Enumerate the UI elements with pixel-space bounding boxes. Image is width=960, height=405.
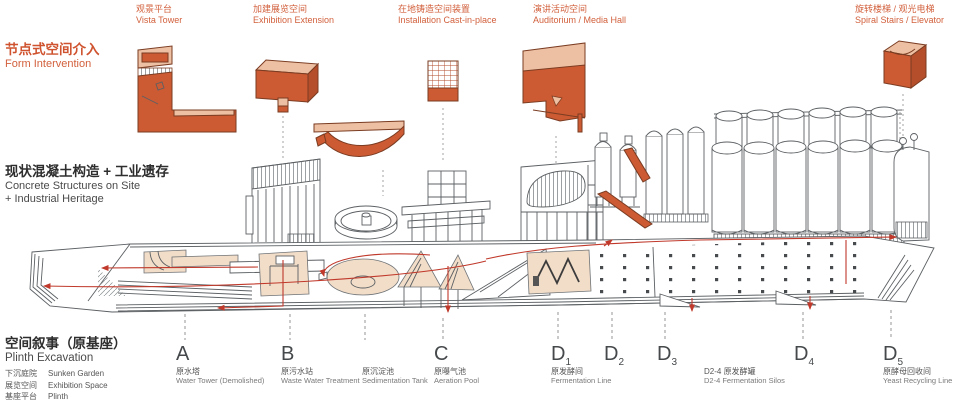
cast-in-place-form [427,60,459,160]
plinth-label-d1: D1 原发酵间 Fermentation Line [551,343,612,385]
label-en: Exhibition Extension [253,15,335,25]
aeration-structure [401,170,491,248]
plinth-label-a: A 原水塔 Water Tower (Demolished) [176,343,265,385]
flow-arrows [43,234,897,313]
label-zh: 旋转楼梯 / 观光电梯 [855,4,935,14]
spiral-stairs-form [882,40,928,140]
waste-water-building [245,158,384,246]
plinth-label-d4: D4 [794,343,815,368]
section-title-zh: 节点式空间介入 [5,42,100,57]
legend-row: 基座平台 Plinth [5,392,69,401]
small-silos [590,126,709,223]
plinth-label-d24: D2-4 原发酵罐 D2-4 Fermentation Silos [704,367,785,385]
section-plinth-excavation: 空间叙事（原基座） Plinth Excavation 下沉庭院 Sunken … [5,336,127,403]
label-en: Spiral Stairs / Elevator [855,15,945,25]
section-title-zh: 现状混凝土构造 + 工业遗存 [5,164,169,179]
fermentation-building [520,159,604,247]
section-title-en: Form Intervention [5,58,92,70]
plinth-label-d3: D3 [657,343,678,368]
label-zh: 在地铸造空间装置 [398,4,471,14]
label-en: Vista Tower [136,15,183,25]
installation-ribbon-form [313,120,405,157]
label-auditorium: 演讲活动空间 Auditorium / Media Hall [533,4,626,26]
label-exhibition-extension: 加建展览空间 Exhibition Extension [253,4,334,26]
section-title-en2: + Industrial Heritage [5,193,104,205]
label-zh: 演讲活动空间 [533,4,588,14]
silo-battery [711,106,905,245]
legend-row: 展览空间 Exhibition Space [5,380,108,390]
auditorium-form [522,42,586,164]
label-en: Auditorium / Media Hall [533,15,627,25]
plinth-legend: 下沉庭院 Sunken Garden 展览空间 Exhibition Space… [5,368,127,403]
label-spiral-stairs: 旋转楼梯 / 观光电梯 Spiral Stairs / Elevator [855,4,944,26]
section-title-en: Concrete Structures on Site [5,180,141,192]
yeast-tower [893,133,930,242]
plinth-label-d2: D2 [604,343,625,368]
plinth-label-d5: D5 原酵母回收间 Yeast Recycling Line [883,343,953,385]
section-title-zh: 空间叙事（原基座） [5,336,127,351]
label-en: Installation Cast-in-place [398,15,497,25]
label-vista-tower: 观景平台 Vista Tower [136,4,182,26]
plinth-label-sedimentation: 原沉淀池 Sedimentation Tank [362,367,428,385]
exhibition-extension-form [254,59,320,158]
label-zh: 加建展览空间 [253,4,308,14]
section-form-intervention: 节点式空间介入 Form Intervention [5,42,100,71]
legend-row: 下沉庭院 Sunken Garden [5,369,105,378]
red-conveyors [596,147,653,229]
section-concrete-structures: 现状混凝土构造 + 工业遗存 Concrete Structures on Si… [5,164,169,206]
plinth-plan [29,235,935,313]
plinth-label-b: B 原污水站 Waste Water Treatment [281,343,360,385]
sedimentation-tank [334,205,398,240]
plinth-label-c: C 原曝气池 Aeration Pool [434,343,480,385]
label-installation: 在地铸造空间装置 Installation Cast-in-place [398,4,497,26]
vista-tower-form [137,45,237,133]
section-title-en: Plinth Excavation [5,352,94,364]
label-zh: 观景平台 [136,4,173,14]
label-leaders [184,310,892,340]
